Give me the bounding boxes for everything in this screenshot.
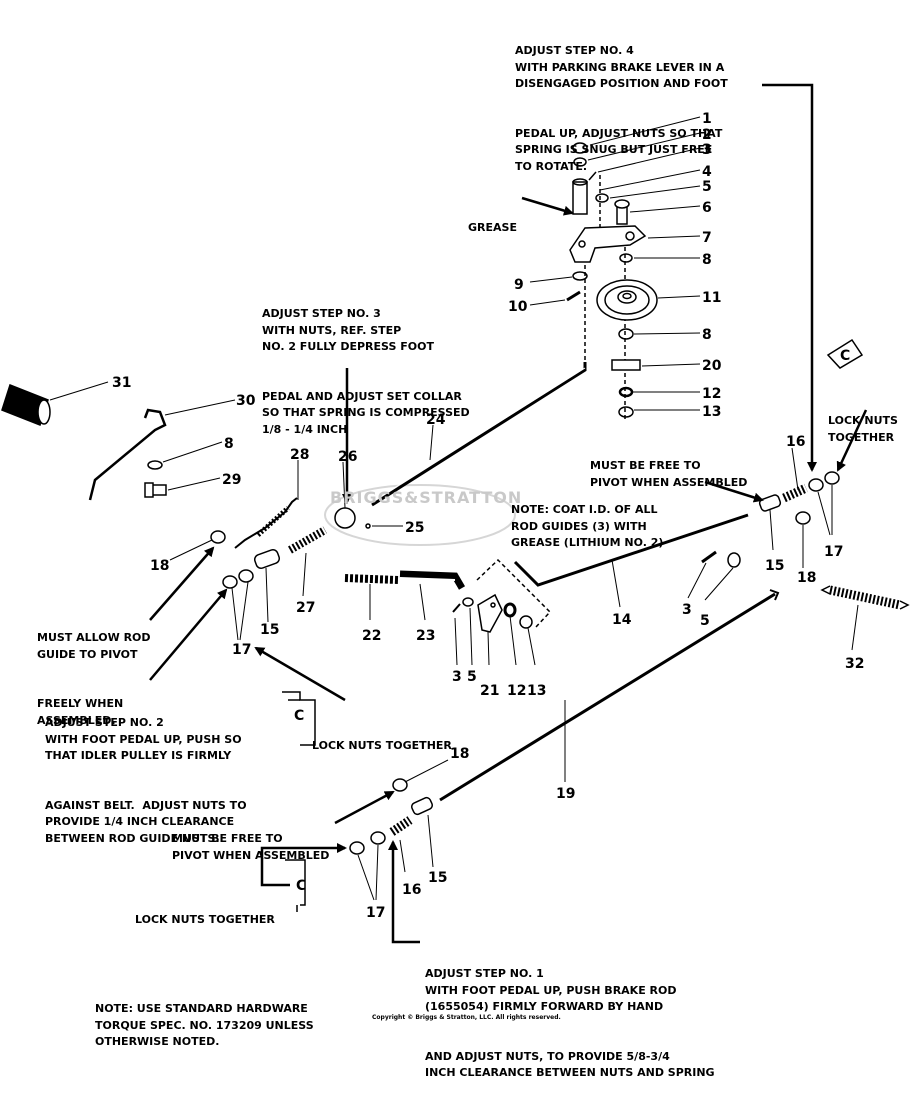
c-marker (282, 691, 316, 912)
washer-part (572, 271, 588, 281)
part-number: 10 (508, 299, 528, 315)
parts-diagram: 1 2 3 4 5 6 7 8 9 10 11 8 20 12 13 24 26… (1, 83, 910, 944)
part-number: 23 (416, 628, 435, 644)
part-number: 2 (702, 127, 712, 143)
idler-assembly (566, 142, 658, 420)
pedal-parts (1, 384, 371, 589)
note-grease: GREASE (468, 221, 517, 234)
rod-14 (513, 513, 749, 587)
part-number: 3 (452, 669, 462, 685)
part-number: 8 (702, 327, 712, 343)
part-number: 7 (702, 230, 712, 246)
bottom-parts (349, 778, 434, 855)
stud-part (572, 181, 588, 215)
part-number: 24 (426, 412, 446, 428)
part-number: 14 (612, 612, 632, 628)
part-number: 22 (362, 628, 381, 644)
part-number: 9 (514, 277, 524, 293)
part-number: 20 (702, 358, 722, 374)
part-number: 11 (702, 290, 721, 306)
part-number: 8 (702, 252, 712, 268)
part-number: 1 (702, 111, 712, 127)
part-number: 16 (402, 882, 421, 898)
part-number: 28 (290, 447, 309, 463)
washer-part (618, 328, 634, 340)
part-number: 30 (236, 393, 256, 409)
washer-part (573, 157, 587, 167)
note-lock-nuts-mid: LOCK NUTS TOGETHER (312, 739, 452, 752)
part-number: 32 (845, 656, 864, 672)
nut-part (572, 142, 588, 154)
part-number: 8 (224, 436, 234, 452)
part-number: 5 (702, 179, 712, 195)
part-number: 19 (556, 786, 575, 802)
pedal-grip (1, 384, 51, 426)
rods (371, 362, 780, 802)
leader-lines (49, 116, 859, 901)
c-marker-label: C (296, 878, 306, 894)
part-number: 12 (507, 683, 526, 699)
part-number: 5 (700, 613, 710, 629)
part-number: 13 (527, 683, 546, 699)
part-number: 13 (702, 404, 721, 420)
part-number: 27 (296, 600, 315, 616)
washer-part (619, 253, 633, 263)
c-marker-label: C (840, 348, 850, 364)
watermark: BRIGGS&STRATTON (330, 488, 523, 507)
arrows (149, 83, 868, 944)
rod-19 (439, 592, 776, 802)
part-number: 26 (338, 449, 357, 465)
part-number: 3 (702, 142, 712, 158)
c-marker-label: C (294, 708, 304, 724)
part-number: 3 (682, 602, 692, 618)
middle-parts (344, 558, 552, 633)
nut-part (618, 386, 634, 398)
part-number: 17 (366, 905, 385, 921)
part-number: 15 (260, 622, 279, 638)
part-numbers: 1 2 3 4 5 6 7 8 9 10 11 8 20 12 13 24 26… (112, 111, 864, 921)
part-number: 18 (450, 746, 469, 762)
part-number: 17 (824, 544, 843, 560)
idler-bracket (569, 225, 647, 263)
part-number: 18 (150, 558, 169, 574)
part-number: 15 (428, 870, 447, 886)
part-number: 12 (702, 386, 721, 402)
part-number: 21 (480, 683, 499, 699)
part-number: 6 (702, 200, 712, 216)
grip-sleeve (344, 574, 399, 584)
part-number: 16 (786, 434, 805, 450)
nut-part (618, 406, 634, 418)
part-number: 31 (112, 375, 131, 391)
rod-24 (371, 362, 587, 507)
part-number: 15 (765, 558, 784, 574)
note-lock-nuts-bottom: LOCK NUTS TOGETHER (135, 913, 275, 926)
part-number: 25 (405, 520, 424, 536)
spring-28 (234, 497, 298, 549)
part-number: 5 (467, 669, 477, 685)
part-number: 17 (232, 642, 251, 658)
washer-part (595, 193, 609, 203)
pedal-rod (88, 408, 167, 501)
part-number: 4 (702, 164, 712, 180)
rod-clip (611, 359, 641, 371)
right-parts (701, 338, 910, 610)
watermark-logo (324, 484, 516, 546)
part-number: 29 (222, 472, 241, 488)
rod-bracket (477, 593, 503, 633)
part-number: 18 (797, 570, 816, 586)
copyright: Copyright © Briggs & Stratton, LLC. All … (372, 1014, 561, 1021)
